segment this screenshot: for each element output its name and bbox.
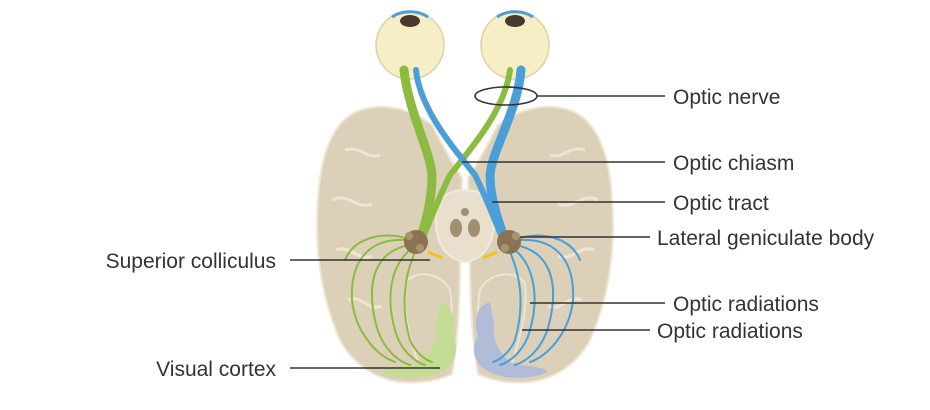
label-optic-radiations-upper: Optic radiations xyxy=(673,293,819,316)
left-gyri xyxy=(331,147,383,309)
right-visual-cortex xyxy=(474,302,548,378)
leader-lines xyxy=(290,95,665,369)
label-optic-chiasm: Optic chiasm xyxy=(673,152,794,175)
midbrain-nucleus-left xyxy=(450,219,462,237)
label-optic-radiations-lower: Optic radiations xyxy=(657,320,803,343)
lateral-geniculate-bodies xyxy=(404,230,521,260)
label-optic-nerve: Optic nerve xyxy=(673,86,780,109)
label-optic-tract: Optic tract xyxy=(673,192,769,215)
midbrain-nucleus-right xyxy=(468,219,480,237)
label-visual-cortex: Visual cortex xyxy=(156,358,276,381)
midbrain xyxy=(434,189,496,264)
left-visual-cortex xyxy=(382,302,456,378)
brain xyxy=(315,105,615,384)
label-lateral-geniculate-body: Lateral geniculate body xyxy=(657,227,875,250)
right-eye xyxy=(480,10,550,80)
label-superior-colliculus: Superior colliculus xyxy=(106,250,276,273)
aqueduct xyxy=(461,208,469,216)
left-visual-pathway xyxy=(344,65,513,366)
left-eye xyxy=(375,10,445,80)
